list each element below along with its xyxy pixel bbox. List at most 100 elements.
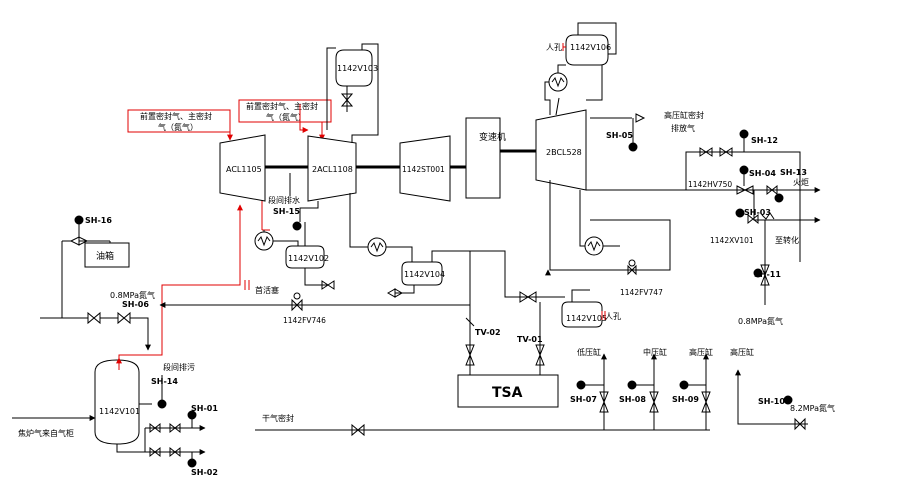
hv750-label: 1142HV750	[688, 180, 732, 189]
valve-sh11	[760, 264, 770, 286]
sample-point-sh07	[576, 380, 586, 390]
sample-point-sh13	[774, 193, 784, 203]
cooler-4	[584, 236, 604, 256]
tv02-label: TV-02	[475, 328, 501, 337]
valve-fv747	[627, 264, 637, 276]
compressor-2acl1108: 2ACL1108	[307, 135, 357, 202]
sh10-label: SH-10	[758, 397, 785, 406]
n2-left-label: 0.8MPa氮气	[110, 290, 155, 300]
vessel-v105	[561, 301, 603, 328]
tv01-label: TV-01	[517, 335, 543, 344]
valve-n2-2	[117, 311, 131, 325]
n2-82-label: 8.2MPa氮气	[790, 403, 835, 413]
sample-point-sh14	[157, 399, 167, 409]
sh07-label: SH-07	[570, 395, 597, 404]
v103-label: 1142V103	[337, 64, 378, 73]
fv746-label: 1142FV746	[283, 316, 326, 325]
sh09-label: SH-09	[672, 395, 699, 404]
valve-fv746	[291, 298, 303, 312]
manhole-mid-label: 人孔	[605, 312, 621, 321]
tsa-label: TSA	[492, 385, 523, 401]
compressor-acl1105: ACL1105	[219, 134, 266, 202]
valve-v104	[386, 285, 415, 298]
check-valve	[761, 212, 775, 220]
manhole-top-label: 人孔	[546, 43, 562, 52]
sh14-label: SH-14	[151, 377, 178, 386]
sh04-label: SH-04	[749, 169, 776, 178]
valve-sh09	[701, 391, 711, 413]
valve-hv750	[736, 185, 754, 195]
valves-drain-1	[149, 422, 181, 434]
sample-point-sh12	[739, 129, 749, 139]
n2-line-left: 0.8MPa氮气 SH-06	[40, 290, 155, 351]
sample-point-sh16	[74, 215, 84, 225]
sample-point-sh11	[753, 268, 763, 278]
valve-v102	[321, 280, 335, 290]
valve-xv101	[747, 213, 759, 225]
seal-mid-label-2: 气（氮气）	[266, 112, 306, 122]
restriction-orifice	[244, 280, 250, 290]
valve-tv01	[535, 344, 545, 366]
v105-label: 1142V105	[566, 314, 607, 323]
flare-label: 火炬	[793, 177, 809, 187]
low-cyl-label: 低压缸	[577, 347, 601, 357]
sample-point-sh04	[739, 165, 749, 175]
sh02-label: SH-02	[191, 468, 218, 477]
valve-n2-82	[794, 417, 806, 431]
tsa-unit	[457, 374, 559, 408]
separator-v101: 1142V101 段间排污 SH-14 焦炉气来自气柜 SH-01 SH-02	[12, 359, 218, 477]
valve-n2-1	[87, 311, 101, 325]
vessel-v102	[285, 245, 325, 269]
n2-right-label: 0.8MPa氮气	[738, 316, 783, 326]
seal-left-label-2: 气（氮气）	[158, 122, 198, 132]
high-cyl-label: 高压缸	[689, 347, 713, 357]
vessel-v103	[335, 49, 373, 87]
sample-point-sh05	[628, 142, 638, 152]
bcl528-label: 2BCL528	[546, 148, 582, 157]
dry-seal-label: 干气密封	[262, 413, 294, 423]
seal-gas-lines: 前置密封气、主密封 气（氮气） 前置密封气、主密封 气（氮气）	[116, 99, 332, 370]
oil-tank	[84, 242, 130, 268]
valve-sh13	[766, 184, 778, 196]
mid-cyl-label: 中压缸	[643, 347, 667, 357]
gearbox-label: 变速机	[479, 131, 506, 143]
oil-tank-label: 油箱	[96, 250, 114, 262]
st001-label: 1142ST001	[402, 165, 445, 174]
sh03-label: SH-03	[744, 208, 771, 217]
hp-cyl-seal-label-2: 排放气	[671, 123, 695, 133]
valve-tv02	[465, 344, 475, 366]
valve-sh08	[649, 391, 659, 413]
cooler-2	[367, 237, 387, 257]
manhole-top-flange	[562, 43, 566, 51]
turbine-st001: 1142ST001	[399, 135, 451, 202]
high-cyl-label-2: 高压缸	[730, 347, 754, 357]
sh05-label: SH-05	[606, 131, 633, 140]
vent-arrow-hp	[635, 113, 646, 123]
coke-gas-label: 焦炉气来自气柜	[18, 428, 74, 438]
hp-cyl-seal-label: 高压缸密封	[664, 110, 704, 120]
sample-point-sh08	[627, 380, 637, 390]
gearbox	[465, 117, 501, 199]
seal-box-left	[127, 109, 231, 133]
sample-point-sh15	[292, 221, 302, 231]
valves-drain-2	[149, 446, 181, 458]
sample-point-sh02	[187, 458, 197, 468]
vessel-v104	[401, 261, 443, 286]
valve-sh07	[599, 391, 609, 413]
v104-label: 1142V104	[404, 270, 445, 279]
sample-point-sh09	[679, 380, 689, 390]
sh15-label: SH-15	[273, 207, 300, 216]
to-convert-label: 至转化	[775, 235, 799, 245]
sh11-label: SH-11	[754, 270, 781, 279]
valve-sh16	[69, 236, 89, 246]
acl1105-label: ACL1105	[226, 165, 262, 174]
segment-drain-left-label: 段间排污	[163, 362, 195, 372]
valve-v105	[519, 291, 537, 303]
fv747-label: 1142FV747	[620, 288, 663, 297]
oil-tank-section: SH-16 油箱	[61, 215, 130, 318]
sample-point-sh03	[735, 208, 745, 218]
xv101-label: 1142XV101	[710, 236, 754, 245]
acl1108-label: 2ACL1108	[312, 165, 353, 174]
v106-label: 1142V106	[570, 43, 611, 52]
